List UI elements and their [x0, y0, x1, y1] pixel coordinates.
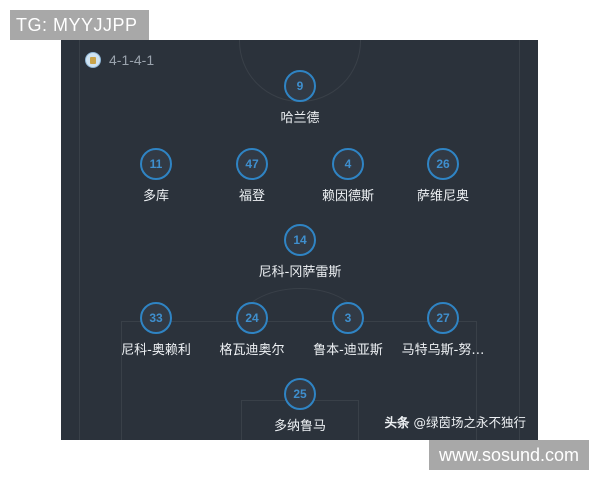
- player-name: 赖因德斯: [321, 189, 374, 204]
- player-name: 尼科-冈萨雷斯: [258, 265, 342, 280]
- player-3[interactable]: 4 赖因德斯: [293, 148, 403, 204]
- player-name: 哈兰德: [280, 111, 320, 126]
- player-number-badge: 47: [236, 148, 268, 180]
- player-7[interactable]: 24 格瓦迪奥尔: [197, 302, 307, 358]
- pitch-penalty-box: [121, 321, 477, 440]
- player-4[interactable]: 26 萨维尼奥: [388, 148, 498, 204]
- pitch-sideline-left: [79, 40, 80, 440]
- player-number-badge: 24: [236, 302, 268, 334]
- watermark-top: TG: MYYJJPP: [10, 10, 149, 40]
- team-header: 4-1-4-1: [85, 52, 154, 68]
- player-5[interactable]: 14 尼科-冈萨雷斯: [245, 224, 355, 280]
- credit-author: @绿茵场之永不独行: [413, 415, 526, 430]
- player-number-badge: 9: [284, 70, 316, 102]
- credit-source: 头条: [384, 415, 410, 430]
- manchester-city-crest-icon: [85, 52, 101, 68]
- player-number-badge: 11: [140, 148, 172, 180]
- player-0[interactable]: 9 哈兰德: [245, 70, 355, 126]
- player-name: 格瓦迪奥尔: [219, 343, 285, 358]
- player-1[interactable]: 11 多库: [101, 148, 211, 204]
- player-name: 马特乌斯-努…: [401, 343, 485, 358]
- player-6[interactable]: 33 尼科-奥赖利: [101, 302, 211, 358]
- source-credit: 头条 @绿茵场之永不独行: [384, 412, 526, 431]
- player-name: 萨维尼奥: [416, 189, 469, 204]
- player-name: 鲁本-迪亚斯: [313, 343, 383, 358]
- player-number-badge: 33: [140, 302, 172, 334]
- player-number-badge: 4: [332, 148, 364, 180]
- formation-pitch: 4-1-4-1 9 哈兰德 11 多库 47 福登 4 赖因德斯 26 萨维尼奥 14 尼科-冈萨雷斯…: [61, 40, 538, 440]
- player-9[interactable]: 27 马特乌斯-努…: [388, 302, 498, 358]
- player-name: 多纳鲁马: [273, 419, 326, 434]
- player-10[interactable]: 25 多纳鲁马: [245, 378, 355, 434]
- player-8[interactable]: 3 鲁本-迪亚斯: [293, 302, 403, 358]
- pitch-sideline-right: [519, 40, 520, 440]
- pitch-penalty-arc: [239, 288, 361, 360]
- player-name: 福登: [238, 189, 265, 204]
- player-number-badge: 25: [284, 378, 316, 410]
- player-number-badge: 27: [427, 302, 459, 334]
- watermark-bottom: www.sosund.com: [429, 440, 589, 470]
- formation-label: 4-1-4-1: [109, 52, 155, 68]
- player-2[interactable]: 47 福登: [197, 148, 307, 204]
- player-number-badge: 26: [427, 148, 459, 180]
- player-number-badge: 3: [332, 302, 364, 334]
- player-name: 尼科-奥赖利: [121, 343, 191, 358]
- player-number-badge: 14: [284, 224, 316, 256]
- player-name: 多库: [142, 189, 169, 204]
